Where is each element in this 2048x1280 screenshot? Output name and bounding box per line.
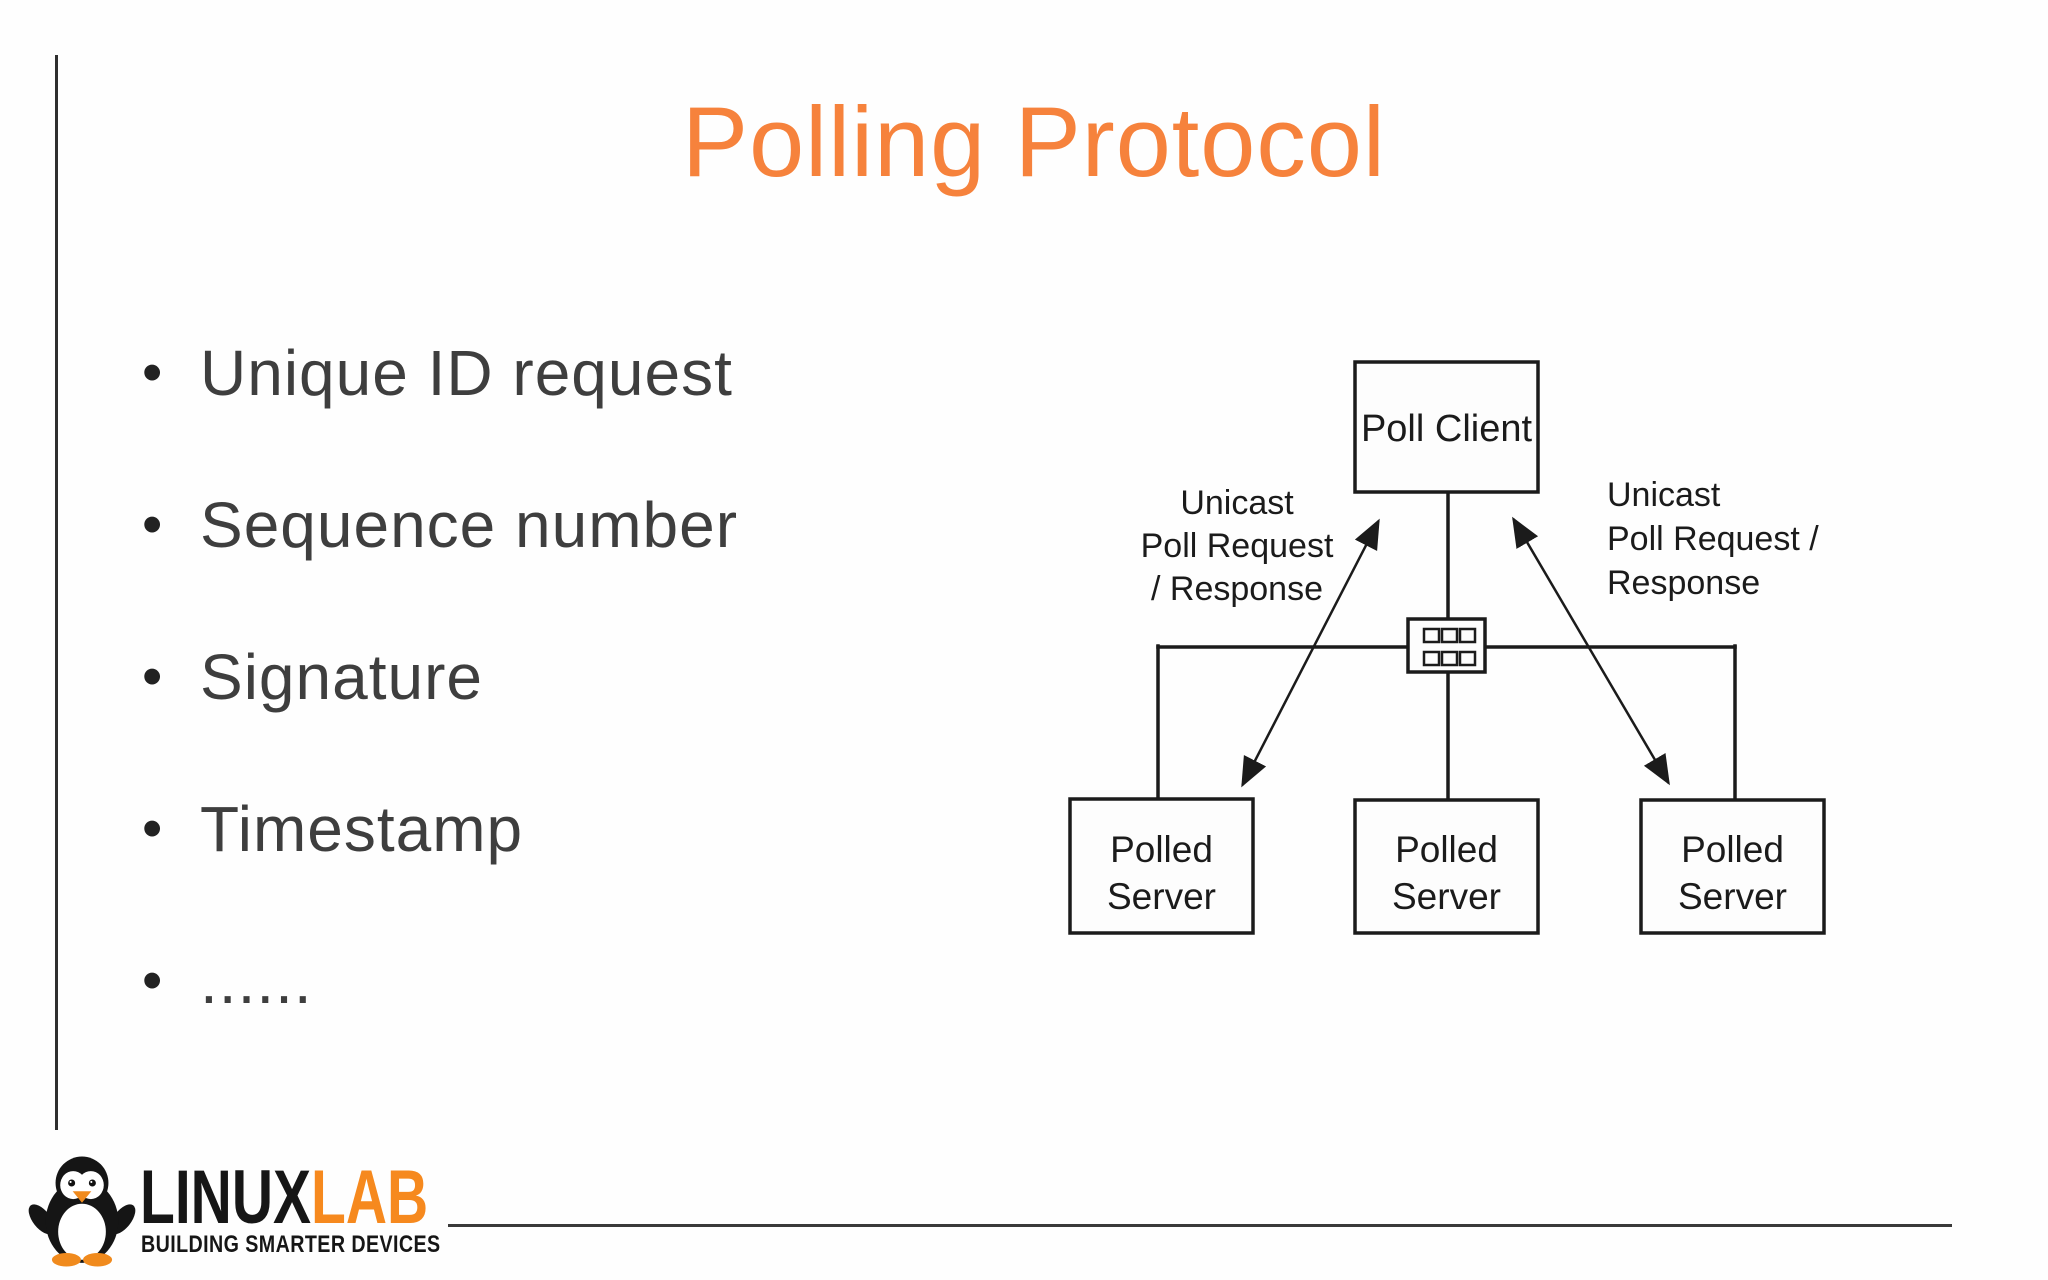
polled-server-box-middle: Polled Server — [1353, 798, 1540, 935]
bullet-dot-icon: • — [142, 796, 164, 861]
polled-server-box-left: Polled Server — [1068, 797, 1255, 935]
right-bidirectional-arrow — [1512, 516, 1670, 786]
left-edge-rule — [55, 55, 58, 1130]
bullet-dot-icon: • — [142, 948, 164, 1013]
polled-server-label-line2: Server — [1107, 876, 1216, 917]
logo-brand-text: LINUXLAB — [140, 1160, 428, 1236]
bullet-item: • Sequence number — [142, 492, 738, 558]
bullet-label: ...... — [200, 945, 313, 1017]
poll-client-box — [1353, 360, 1540, 494]
bullet-label: Sequence number — [200, 489, 739, 561]
logo-brand-primary: LINUX — [140, 1155, 311, 1240]
bullet-dot-icon: • — [142, 492, 164, 557]
svg-text:Response: Response — [1607, 564, 1760, 602]
bullet-label: Unique ID request — [200, 337, 733, 409]
right-arrow-label: Unicast Poll Request / Response — [1607, 476, 1819, 602]
bullet-dot-icon: • — [142, 644, 164, 709]
logo-brand-accent: LAB — [311, 1155, 429, 1240]
polled-server-box-right: Polled Server — [1639, 798, 1826, 935]
polled-server-label-line1: Polled — [1395, 829, 1498, 870]
bullet-list: • Unique ID request • Sequence number • … — [142, 340, 738, 1100]
polled-server-label-line1: Polled — [1110, 829, 1213, 870]
bullet-label: Timestamp — [200, 793, 524, 865]
svg-text:Poll Request: Poll Request — [1141, 527, 1334, 565]
connector-lines — [1156, 490, 1737, 803]
polling-diagram: Poll Client Polled Server Polled Server — [1068, 360, 1826, 935]
svg-text:Unicast: Unicast — [1607, 476, 1721, 514]
bullet-item: • ...... — [142, 948, 738, 1014]
page-title: Polling Protocol — [682, 86, 1386, 197]
poll-client-label: Poll Client — [1361, 408, 1533, 450]
polled-server-label-line2: Server — [1392, 876, 1501, 917]
left-arrow-label: Unicast Poll Request / Response — [1141, 484, 1334, 608]
logo-tagline: BUILDING SMARTER DEVICES — [141, 1231, 441, 1258]
svg-text:Unicast: Unicast — [1180, 484, 1294, 522]
polled-server-label-line1: Polled — [1681, 829, 1784, 870]
bullet-label: Signature — [200, 641, 483, 713]
bullet-item: • Unique ID request — [142, 340, 738, 406]
bullet-dot-icon: • — [142, 340, 164, 405]
network-switch-icon — [1406, 617, 1487, 674]
penguin-icon — [28, 1156, 136, 1267]
bottom-rule — [448, 1224, 1952, 1227]
svg-text:/ Response: / Response — [1151, 570, 1323, 608]
bullet-item: • Timestamp — [142, 796, 738, 862]
bullet-item: • Signature — [142, 644, 738, 710]
left-bidirectional-arrow — [1241, 518, 1380, 788]
polled-server-label-line2: Server — [1678, 876, 1787, 917]
svg-text:Poll Request /: Poll Request / — [1607, 520, 1819, 558]
